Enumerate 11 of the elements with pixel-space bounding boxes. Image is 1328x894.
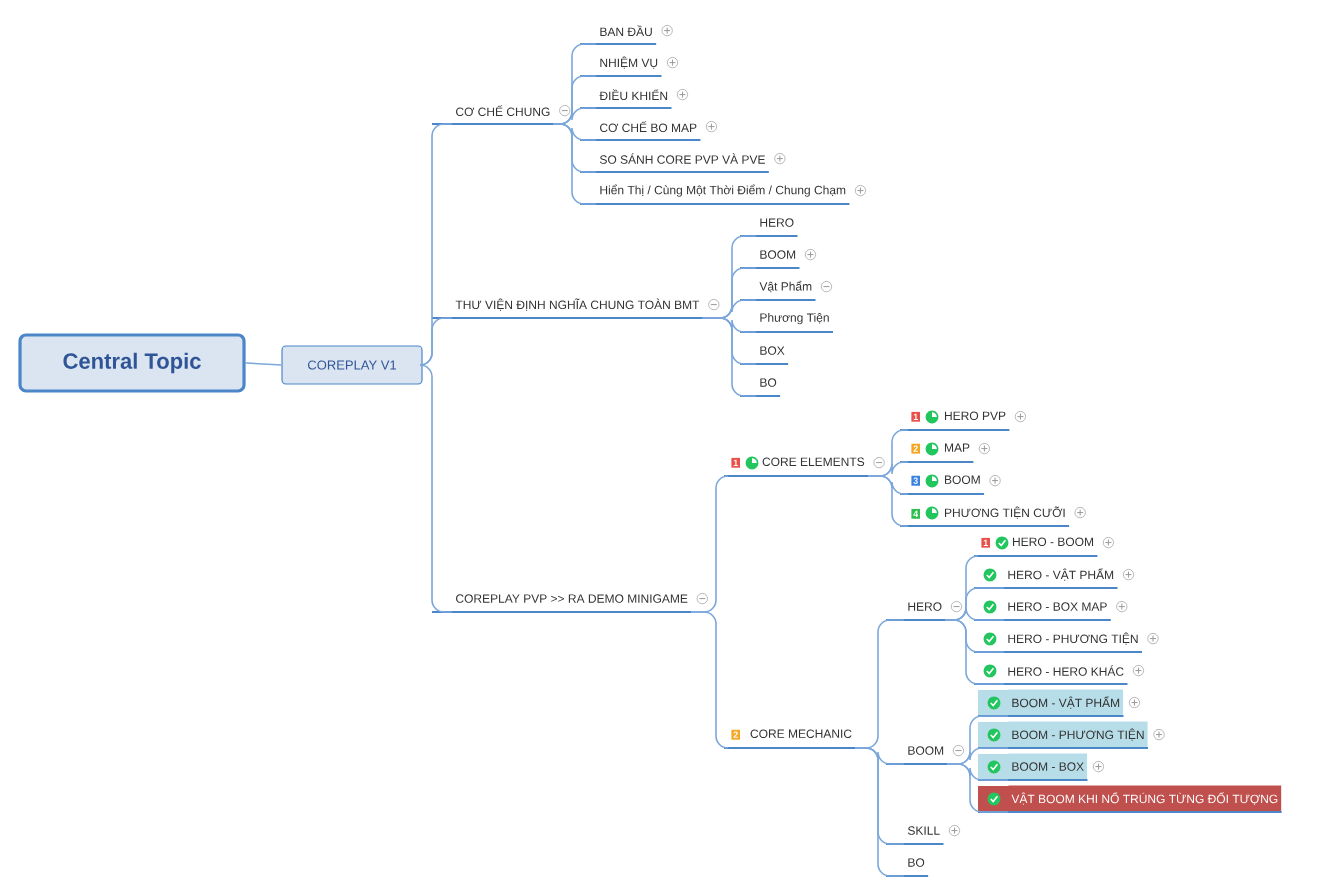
connector <box>244 362 283 366</box>
connector <box>690 611 729 749</box>
connector <box>946 763 1009 813</box>
connector <box>867 475 909 527</box>
connector <box>552 123 597 205</box>
connector <box>419 317 453 366</box>
central-topic-box: Central Topic <box>18 333 246 393</box>
connector <box>419 364 453 613</box>
connector <box>854 747 905 877</box>
connector <box>702 317 757 397</box>
connector <box>944 619 1005 685</box>
